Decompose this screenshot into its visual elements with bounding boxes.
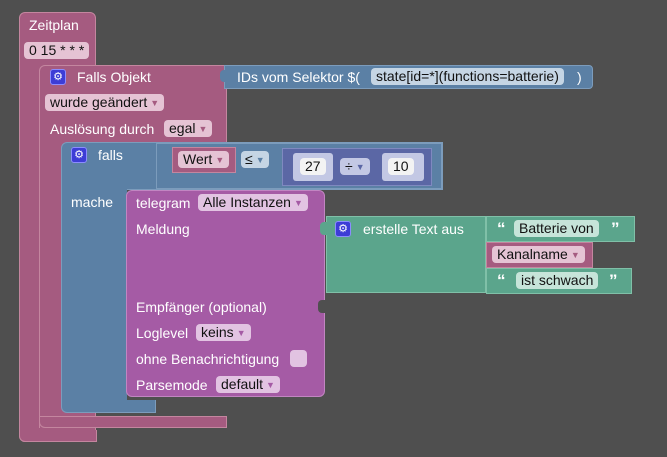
- parsemode-dropdown[interactable]: default▼: [216, 376, 280, 393]
- trigger-title: Falls Objekt: [77, 69, 151, 85]
- selector-connector: [220, 70, 228, 82]
- schedule-title: Zeitplan: [29, 17, 79, 33]
- chevron-down-icon: ▼: [570, 250, 580, 260]
- chevron-down-icon: ▼: [255, 155, 265, 165]
- arithmetic-operator-value: ÷: [345, 158, 353, 174]
- parsemode-value: default: [221, 376, 264, 392]
- instance-value: Alle Instanzen: [203, 194, 291, 210]
- silent-label: ohne Benachrichtigung: [136, 351, 280, 367]
- chevron-down-icon: ▼: [236, 328, 246, 338]
- message-label: Meldung: [136, 221, 190, 237]
- text-item-input[interactable]: ist schwach: [516, 272, 599, 289]
- chevron-down-icon: ▼: [355, 162, 365, 172]
- text-join-block[interactable]: [326, 216, 486, 293]
- loglevel-dropdown[interactable]: keins▼: [196, 324, 251, 341]
- text-item-input[interactable]: Batterie von: [514, 220, 599, 237]
- selector-input[interactable]: state[id=*](functions=batterie): [371, 68, 564, 85]
- chevron-down-icon: ▼: [150, 98, 160, 108]
- if-block-spine: [61, 188, 127, 402]
- schedule-cron-field[interactable]: 0 15 * * *: [24, 42, 90, 59]
- selector-label: IDs vom Selektor $(: [237, 69, 360, 85]
- trigger-block-spine: [39, 150, 61, 428]
- recipient-label: Empfänger (optional): [136, 299, 267, 315]
- value-variable-name: Wert: [183, 151, 213, 167]
- recipient-input-socket[interactable]: [318, 300, 326, 313]
- change-mode-value: wurde geändert: [50, 94, 148, 110]
- silent-checkbox[interactable]: [290, 350, 307, 367]
- loglevel-value: keins: [201, 324, 234, 340]
- if-label: falls: [98, 147, 123, 163]
- trigger-by-label: Auslösung durch: [50, 121, 155, 137]
- schedule-block-bottom: [19, 430, 97, 442]
- close-quote-icon: ”: [611, 219, 620, 238]
- open-quote-icon: “: [497, 271, 506, 290]
- if-settings-gear-icon[interactable]: ⚙: [71, 147, 87, 163]
- close-quote-icon: ”: [609, 271, 618, 290]
- change-mode-dropdown[interactable]: wurde geändert▼: [45, 94, 165, 111]
- operator-value: ≤: [245, 151, 253, 167]
- telegram-title: telegram: [136, 195, 191, 211]
- operator-dropdown[interactable]: ≤▼: [241, 151, 269, 168]
- variable-item-dropdown[interactable]: Kanalname▼: [492, 246, 585, 263]
- instance-dropdown[interactable]: Alle Instanzen▼: [198, 194, 308, 211]
- chevron-down-icon: ▼: [198, 124, 208, 134]
- text-join-connector: [320, 222, 328, 235]
- trigger-block-bottom: [39, 416, 227, 428]
- arithmetic-operator-dropdown[interactable]: ÷▼: [340, 158, 370, 175]
- value-variable-dropdown[interactable]: Wert▼: [178, 151, 230, 168]
- open-quote-icon: “: [497, 219, 506, 238]
- selector-close: ): [577, 69, 582, 85]
- parsemode-label: Parsemode: [136, 377, 208, 393]
- number-b-input[interactable]: 10: [388, 158, 414, 175]
- do-label: mache: [71, 194, 114, 210]
- if-block-bottom: [61, 400, 156, 413]
- trigger-settings-gear-icon[interactable]: ⚙: [50, 69, 66, 85]
- trigger-by-value: egal: [169, 120, 196, 136]
- chevron-down-icon: ▼: [215, 155, 225, 165]
- loglevel-label: Loglevel: [136, 325, 189, 341]
- variable-item-name: Kanalname: [497, 246, 568, 262]
- chevron-down-icon: ▼: [293, 198, 303, 208]
- chevron-down-icon: ▼: [266, 380, 275, 390]
- trigger-by-dropdown[interactable]: egal▼: [164, 120, 213, 137]
- number-a-input[interactable]: 27: [300, 158, 326, 175]
- text-join-title: erstelle Text aus: [363, 221, 464, 237]
- text-join-settings-gear-icon[interactable]: ⚙: [335, 221, 351, 237]
